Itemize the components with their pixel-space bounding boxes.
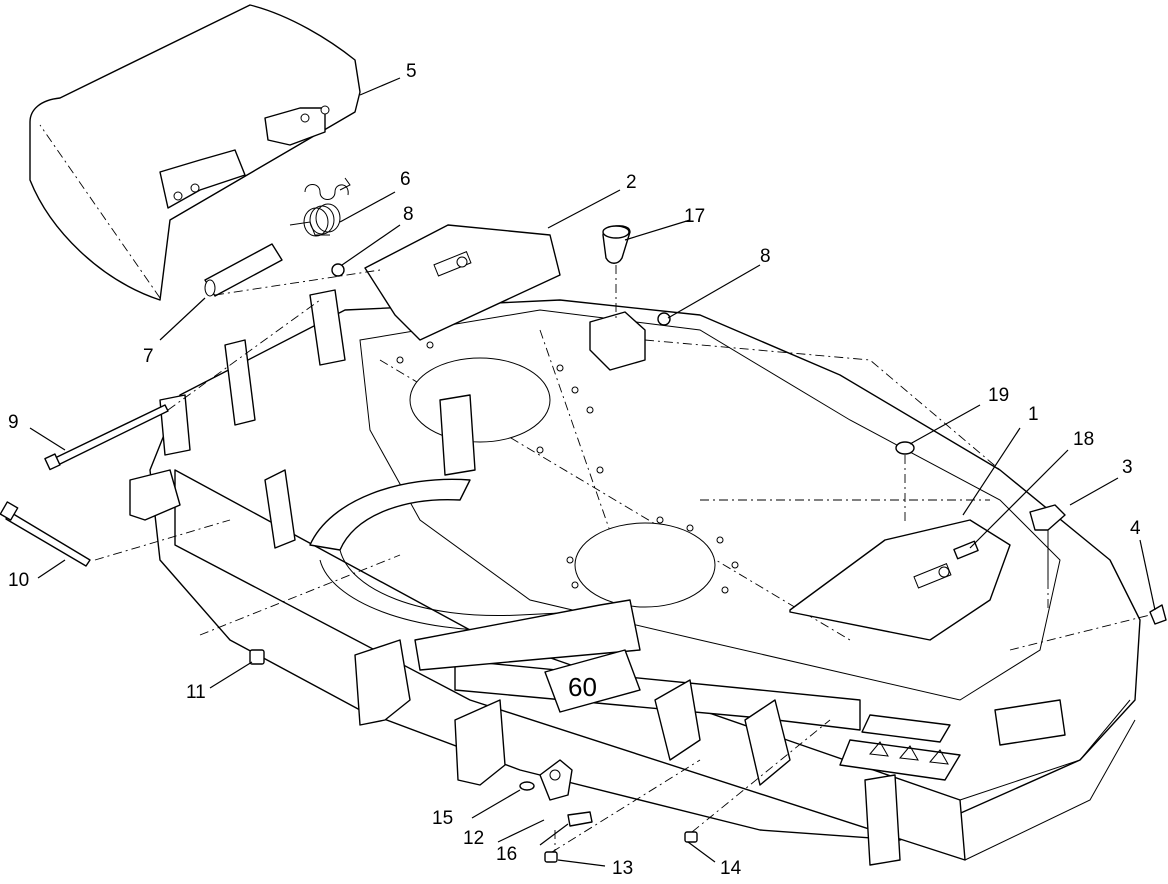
callout-18: 18	[1073, 429, 1094, 450]
part-8-nut-left	[331, 263, 345, 277]
part-5-deflector-chute	[29, 4, 361, 301]
callout-11: 11	[186, 682, 206, 703]
left-spindle-opening	[409, 357, 551, 443]
callout-16: 16	[496, 844, 517, 865]
callout-2: 2	[626, 172, 637, 193]
part-8-nut-right	[657, 312, 671, 326]
part-15-washer	[519, 781, 535, 791]
part-7-tube	[204, 243, 283, 297]
callout-12: 12	[463, 828, 484, 849]
assembly-lines	[39, 124, 1151, 853]
callout-9: 9	[8, 412, 19, 433]
callout-7: 7	[143, 346, 154, 367]
callout-19: 19	[988, 385, 1009, 406]
callout-15: 15	[432, 808, 453, 829]
part-10-bolt	[0, 501, 91, 567]
deck-size-decal-text: 60	[568, 672, 597, 702]
deck-size-decal: 60	[544, 649, 641, 713]
mower-deck: 60	[129, 289, 1141, 866]
part-9-bolt	[44, 404, 169, 471]
part-4-clip	[1149, 604, 1167, 625]
callout-8-left: 8	[403, 204, 414, 225]
part-12-pivot-bracket	[539, 759, 593, 827]
center-spindle-opening	[574, 522, 716, 608]
callout-6: 6	[400, 169, 411, 190]
part-19-plug	[895, 441, 915, 455]
part-2-belt-cover-left	[364, 224, 561, 341]
callout-10: 10	[8, 570, 29, 591]
leader-lines	[29, 77, 1156, 867]
part-17-bumper	[602, 225, 631, 264]
part-17-bracket	[589, 311, 646, 371]
part-3-knob	[1029, 504, 1066, 580]
part-6-torsion-spring	[289, 177, 351, 237]
part-11-nut	[249, 649, 265, 665]
callout-14: 14	[720, 858, 742, 879]
callout-3: 3	[1122, 457, 1133, 478]
callout-17: 17	[684, 206, 705, 227]
mounting-holes	[396, 341, 739, 594]
callout-5: 5	[406, 61, 417, 82]
callout-4: 4	[1130, 518, 1141, 539]
callout-1: 1	[1028, 404, 1039, 425]
part-14-nut	[684, 831, 698, 843]
warning-decal	[839, 699, 1066, 781]
part-13-nut	[544, 851, 558, 863]
callout-13: 13	[612, 858, 633, 879]
callout-labels: 1 2 3 4 5 6 7 8 8 9 10 11 12 13 14 15 16…	[8, 61, 1141, 879]
callout-8-right: 8	[760, 246, 771, 267]
